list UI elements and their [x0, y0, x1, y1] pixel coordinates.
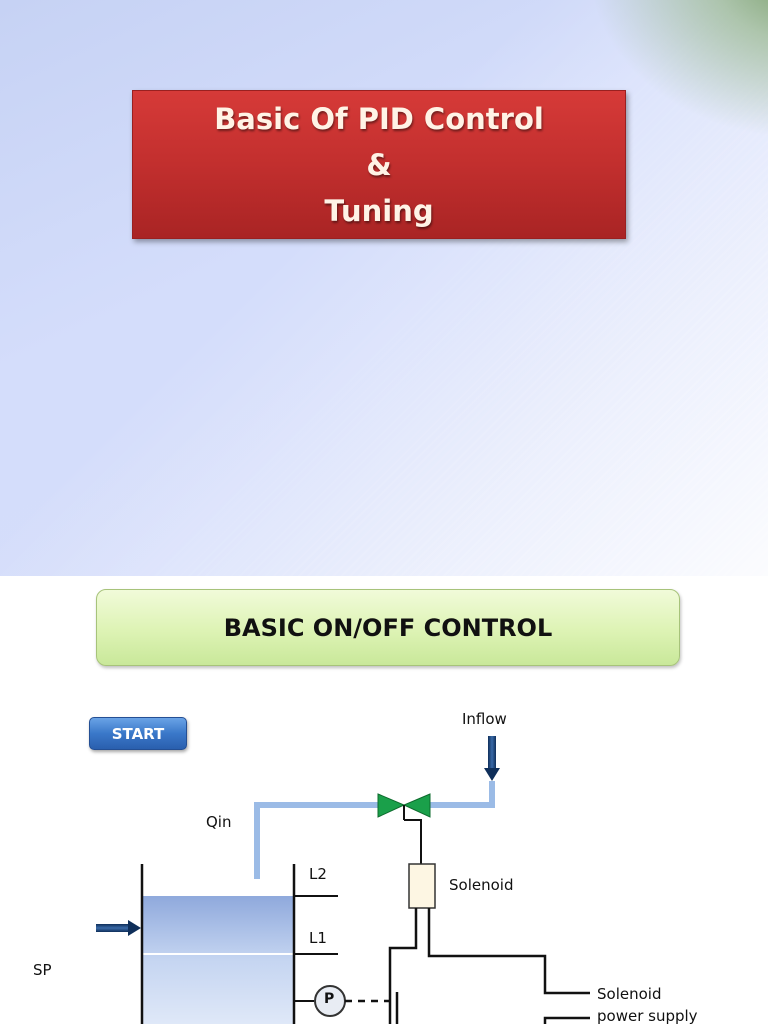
heading-box: BASIC ON/OFF CONTROL [96, 589, 680, 666]
inflow-arrow-icon [484, 736, 500, 781]
qin-label: Qin [206, 813, 232, 831]
title-slide: Basic Of PID Control & Tuning [0, 0, 768, 576]
inflow-pipe [430, 781, 495, 808]
on-off-control-slide: BASIC ON/OFF CONTROL START [0, 576, 768, 1024]
setpoint-arrow-icon [96, 920, 141, 936]
qin-pipe [254, 802, 378, 879]
slide-heading: BASIC ON/OFF CONTROL [223, 613, 553, 642]
l1-label: L1 [309, 929, 327, 947]
solenoid-power-label-2: power supply [597, 1007, 698, 1024]
l2-label: L2 [309, 865, 327, 883]
solenoid-label: Solenoid [449, 876, 514, 894]
pressure-switch-label: P [324, 991, 335, 1007]
process-diagram [96, 736, 590, 1024]
title-line-2: & [366, 147, 392, 182]
solenoid-wire-right [427, 908, 590, 995]
solenoid-power-label-1: Solenoid [597, 985, 662, 1003]
start-button[interactable]: START [89, 717, 187, 750]
power-supply-wire [543, 1016, 590, 1024]
tank [140, 864, 296, 1024]
control-valve-icon [377, 793, 431, 864]
solenoid-wire-left [388, 908, 418, 1024]
title-line-3: Tuning [324, 193, 434, 228]
solenoid-icon [408, 863, 436, 909]
title-line-1: Basic Of PID Control [214, 101, 544, 136]
title-box: Basic Of PID Control & Tuning [132, 90, 626, 239]
sp-label: SP [33, 961, 52, 979]
inflow-label: Inflow [462, 710, 507, 728]
